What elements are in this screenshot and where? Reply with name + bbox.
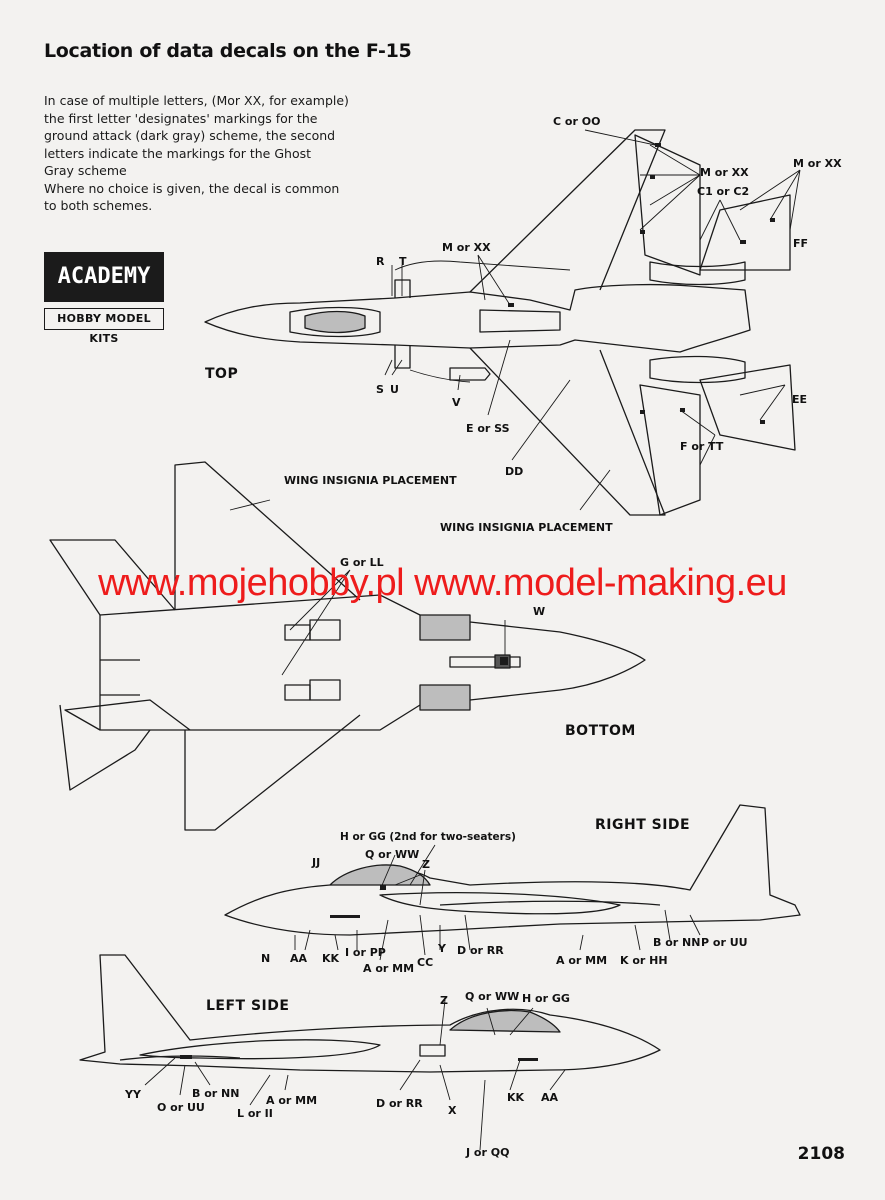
label-wing-insignia: WING INSIGNIA PLACEMENT — [284, 474, 457, 487]
label-t: T — [399, 255, 407, 268]
label-y: Y — [438, 942, 446, 955]
label-a-mm: A or MM — [266, 1094, 318, 1107]
label-n: N — [261, 952, 271, 965]
label-s: S — [376, 383, 384, 396]
label-a-mm: A or MM — [556, 954, 608, 967]
label-aa: AA — [290, 952, 308, 965]
label-i-pp: I or PP — [345, 946, 386, 959]
label-ff: FF — [793, 237, 809, 250]
label-g-ll: G or LL — [340, 556, 384, 569]
intro-line: Where no choice is given, the decal is c… — [44, 180, 340, 196]
page-number: 2108 — [797, 1144, 845, 1164]
label-ee: EE — [792, 393, 808, 406]
label-j-qq: J or QQ — [466, 1146, 510, 1159]
label-w: W — [533, 605, 546, 618]
label-z: Z — [422, 858, 430, 871]
label-h-gg: H or GG — [522, 992, 570, 1005]
label-m-xx: M or XX — [442, 241, 491, 254]
label-d-rr: D or RR — [457, 944, 504, 957]
label-r: R — [376, 255, 385, 268]
label-z: Z — [440, 994, 448, 1007]
academy-logo: ACADEMY HOBBY MODEL KITS — [44, 252, 164, 345]
label-cc: CC — [417, 956, 434, 969]
label-aa: AA — [541, 1091, 559, 1104]
top-view-drawing — [204, 129, 796, 516]
label-yy: YY — [125, 1088, 141, 1101]
label-b-nn: B or NN — [653, 936, 701, 949]
intro-text: In case of multiple letters, (Mor XX, fo… — [44, 92, 349, 215]
label-o-uu: O or UU — [157, 1101, 205, 1114]
label-c1-c2: C1 or C2 — [697, 185, 750, 198]
view-title-right-side: RIGHT SIDE — [595, 817, 691, 833]
label-v: V — [452, 396, 461, 409]
label-x: X — [448, 1104, 457, 1117]
bottom-view-drawing — [49, 461, 646, 831]
label-h-gg: H or GG (2nd for two-seaters) — [340, 831, 516, 843]
label-f-tt: F or TT — [680, 440, 724, 453]
label-c-oo: C or OO — [553, 115, 601, 128]
intro-line: In case of multiple letters, (Mor XX, fo… — [44, 93, 349, 108]
label-a-mm: A or MM — [363, 962, 415, 975]
label-q-ww: Q or WW — [365, 848, 420, 861]
intro-line: Gray scheme — [44, 163, 127, 178]
view-title-bottom: BOTTOM — [565, 723, 636, 739]
label-l-ii: L or II — [237, 1107, 273, 1120]
logo-tagline: HOBBY MODEL KITS — [44, 308, 164, 345]
intro-line: the first letter 'designates' markings f… — [44, 110, 318, 126]
label-m-xx: M or XX — [700, 166, 749, 179]
label-dd: DD — [505, 465, 524, 478]
view-title-top: TOP — [205, 366, 239, 382]
label-p-uu: P or UU — [701, 936, 748, 949]
label-wing-insignia: WING INSIGNIA PLACEMENT — [440, 521, 613, 534]
label-e-ss: E or SS — [466, 422, 510, 435]
label-u: U — [390, 383, 399, 396]
decal-marks — [180, 143, 775, 1061]
label-b-nn: B or NN — [192, 1087, 240, 1100]
label-kk: KK — [507, 1091, 525, 1104]
label-m-xx: M or XX — [793, 157, 842, 170]
view-title-left-side: LEFT SIDE — [206, 998, 290, 1014]
label-jj: JJ — [312, 856, 321, 869]
logo-name: ACADEMY — [44, 252, 164, 302]
right-side-drawing — [224, 804, 801, 936]
intro-line: letters indicate the markings for the Gh… — [44, 145, 312, 161]
label-k-hh: K or HH — [620, 954, 668, 967]
intro-line: to both schemes. — [44, 198, 153, 213]
label-d-rr: D or RR — [376, 1097, 423, 1110]
watermark-urls: www.mojehobby.pl www.model-making.eu — [98, 562, 787, 604]
page-title: Location of data decals on the F-15 — [44, 40, 412, 62]
label-q-ww: Q or WW — [465, 990, 520, 1003]
intro-line: ground attack (dark gray) scheme, the se… — [44, 128, 336, 143]
label-kk: KK — [322, 952, 340, 965]
